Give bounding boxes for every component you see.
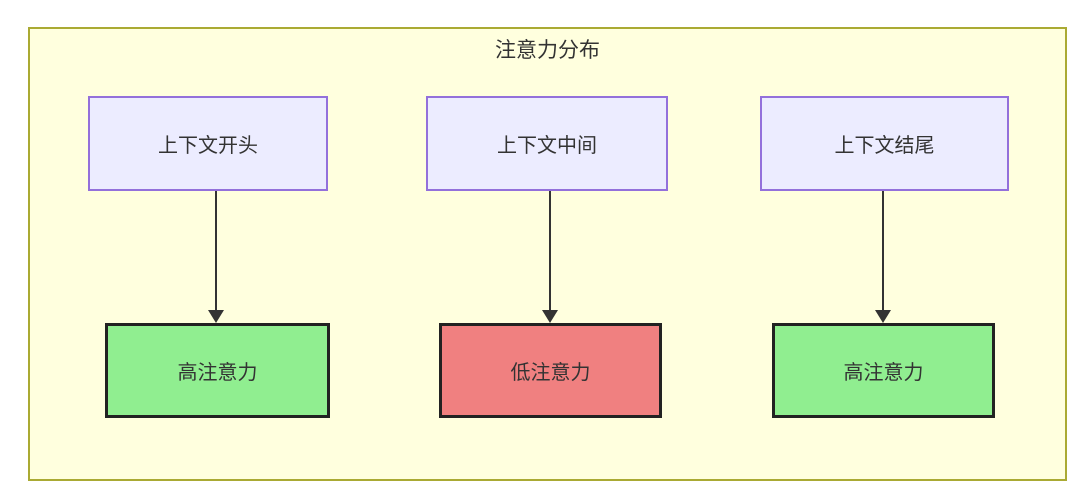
arrow-head-icon — [208, 310, 224, 323]
arrow-line — [882, 191, 884, 310]
cluster-title: 注意力分布 — [495, 39, 600, 62]
low-attention-node: 低注意力 — [439, 323, 662, 418]
attention-distribution-cluster: 注意力分布 上下文开头 高注意力 上下文中间 低注意力 上下文结尾 高注意力 — [28, 27, 1067, 481]
arrow-line — [215, 191, 217, 310]
arrow-head-icon — [542, 310, 558, 323]
context-end-node: 上下文结尾 — [760, 96, 1009, 191]
context-middle-node: 上下文中间 — [426, 96, 668, 191]
high-attention-node-left: 高注意力 — [105, 323, 330, 418]
context-start-node: 上下文开头 — [88, 96, 328, 191]
high-attention-node-right: 高注意力 — [772, 323, 995, 418]
arrow-line — [549, 191, 551, 310]
arrow-head-icon — [875, 310, 891, 323]
